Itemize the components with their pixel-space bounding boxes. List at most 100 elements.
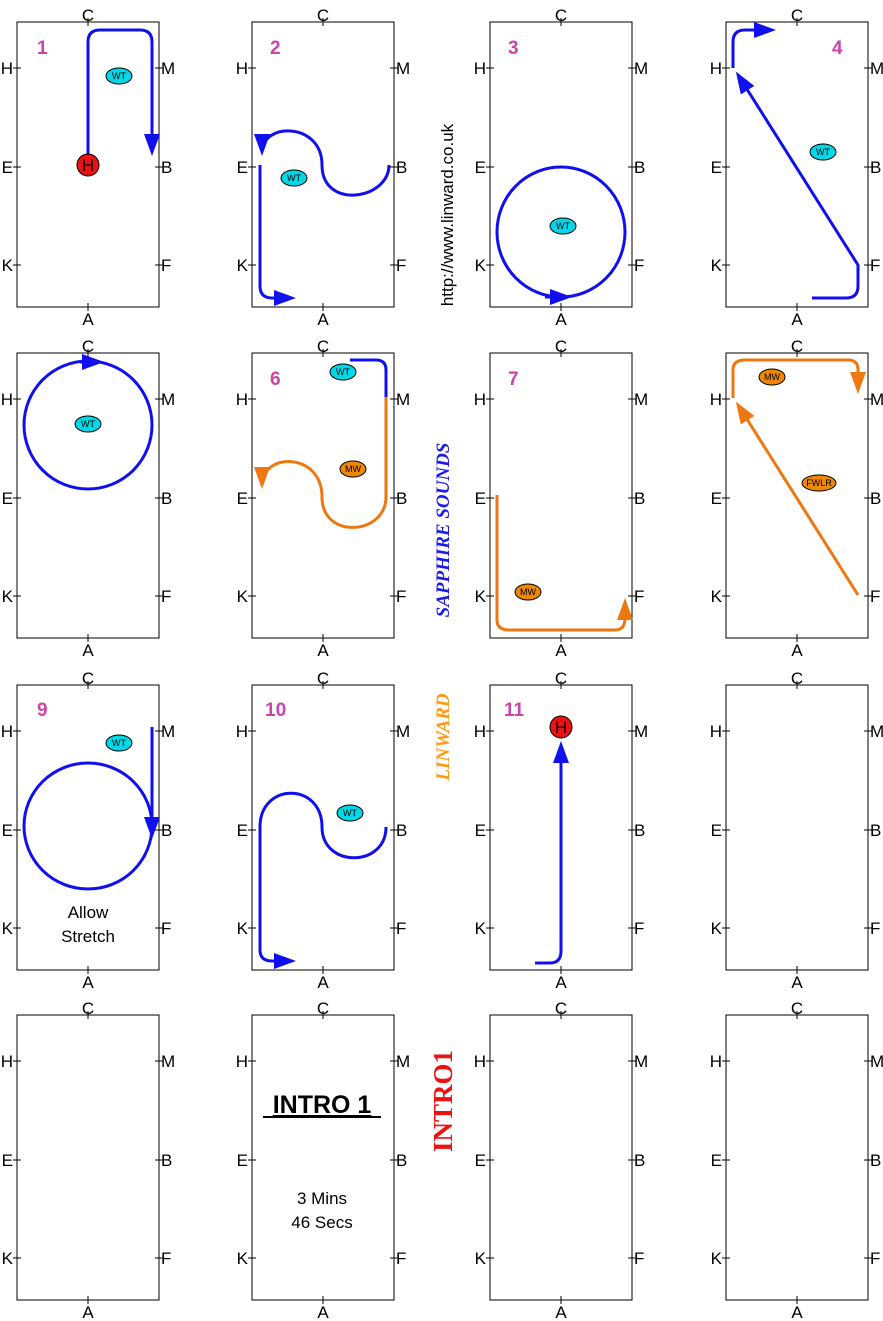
letter-left: K [2, 256, 14, 275]
letter-left: E [237, 1151, 248, 1170]
intro-label: INTRO1 [428, 1050, 458, 1152]
note-allow: Allow [68, 903, 109, 922]
letter-left: K [2, 919, 14, 938]
letter-left: H [474, 59, 486, 78]
letter-right: M [870, 390, 883, 409]
letter-left: E [237, 158, 248, 177]
letter-c: C [791, 337, 803, 356]
letter-c: C [82, 6, 94, 25]
wt-marker [549, 217, 577, 235]
arena [725, 1014, 869, 1301]
letter-right: B [161, 821, 172, 840]
wt-marker [329, 363, 357, 381]
fwlr-marker [801, 474, 837, 492]
letter-left: E [711, 821, 722, 840]
path-8a [735, 401, 860, 596]
arena [251, 1014, 395, 1301]
letter-left: K [711, 256, 723, 275]
movement-number: 11 [504, 700, 525, 721]
letter-right: M [396, 1052, 410, 1071]
movement-number: 1 [37, 38, 48, 59]
wt-marker [74, 415, 102, 433]
letter-left: K [237, 256, 249, 275]
note-stretch: Stretch [61, 927, 115, 946]
letter-right: B [870, 158, 881, 177]
letter-a: A [82, 973, 94, 992]
letter-left: H [1, 1052, 13, 1071]
path-2a [254, 129, 391, 197]
movement-number: 7 [508, 369, 519, 390]
arena [16, 1014, 160, 1301]
wt-label: WT [556, 221, 570, 231]
letter-right: F [161, 1249, 171, 1268]
path-10 [258, 791, 388, 969]
letter-left: H [474, 1052, 486, 1071]
letter-right: B [634, 821, 645, 840]
halt-marker [76, 153, 100, 177]
movement-number: 6 [270, 369, 281, 390]
letter-c: C [82, 337, 94, 356]
letter-left: E [711, 1151, 722, 1170]
letter-right: B [634, 158, 645, 177]
letter-right: B [870, 489, 881, 508]
test-title: INTRO 1 [273, 1091, 372, 1119]
mw-marker [339, 460, 367, 478]
letter-a: A [82, 641, 94, 660]
letter-a: A [317, 641, 329, 660]
letter-left: K [475, 1249, 487, 1268]
letter-left: H [236, 722, 248, 741]
letter-right: F [161, 587, 171, 606]
letter-left: H [710, 722, 722, 741]
letter-right: F [634, 1249, 644, 1268]
letter-left: H [474, 390, 486, 409]
arena [489, 21, 633, 308]
letter-left: H [1, 722, 13, 741]
letter-right: B [161, 489, 172, 508]
letter-right: M [870, 722, 883, 741]
letter-right: F [870, 256, 880, 275]
letter-c: C [555, 337, 567, 356]
halt-marker [549, 715, 573, 739]
arena [725, 684, 869, 971]
website-url: http://www.linward.co.uk [438, 123, 457, 306]
letter-left: E [475, 1151, 486, 1170]
wt-label: WT [112, 71, 126, 81]
wt-label: WT [112, 738, 126, 748]
letter-left: H [236, 59, 248, 78]
letter-c: C [82, 999, 94, 1018]
letter-right: M [396, 390, 410, 409]
letter-right: M [634, 59, 648, 78]
wt-label: WT [287, 173, 301, 183]
letter-left: H [236, 390, 248, 409]
letter-a: A [555, 641, 567, 660]
path-7 [495, 495, 633, 632]
path-6b [254, 397, 388, 529]
letter-right: F [161, 919, 171, 938]
letter-right: F [396, 919, 406, 938]
letter-c: C [791, 999, 803, 1018]
letter-right: B [161, 1151, 172, 1170]
letter-a: A [82, 310, 94, 329]
path-2b [258, 165, 296, 306]
letter-a: A [791, 1303, 803, 1321]
letter-left: H [1, 59, 13, 78]
path-4a [735, 71, 860, 300]
letter-right: M [634, 390, 648, 409]
path-11 [535, 741, 569, 965]
movement-number: 10 [265, 700, 286, 721]
letter-left: K [711, 919, 723, 938]
arena [489, 1014, 633, 1301]
letter-right: F [634, 587, 644, 606]
letter-left: H [1, 390, 13, 409]
letter-left: H [474, 722, 486, 741]
movement-number: 9 [37, 700, 48, 721]
letter-a: A [791, 641, 803, 660]
letter-left: H [710, 1052, 722, 1071]
letter-left: E [2, 489, 13, 508]
path-8b [731, 358, 866, 398]
letter-c: C [791, 6, 803, 25]
arena [725, 352, 869, 639]
letter-right: F [161, 256, 171, 275]
arena [489, 352, 633, 639]
